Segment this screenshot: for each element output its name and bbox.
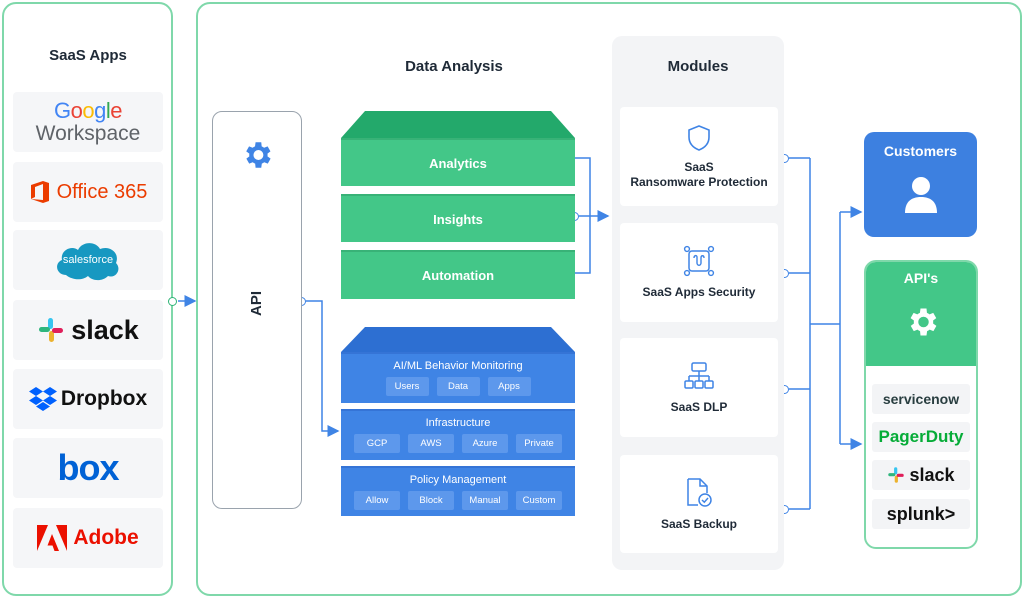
app-box: box	[13, 438, 163, 498]
salesforce-cloud-icon	[57, 243, 119, 281]
app-google-workspace: Google Workspace	[13, 92, 163, 152]
salesforce-label: salesforce	[62, 254, 114, 266]
apps-security-label: SaaS Apps Security	[642, 285, 756, 299]
chip-gcp: GCP	[354, 434, 400, 453]
apps-security-icon	[683, 245, 715, 277]
app-salesforce: salesforce	[13, 230, 163, 290]
app-dropbox: Dropbox	[13, 369, 163, 429]
api-label: API	[248, 290, 266, 316]
shield-icon	[688, 124, 710, 151]
chip-aws: AWS	[408, 434, 454, 453]
layer-insights: Insights	[341, 194, 575, 242]
adobe-icon	[37, 525, 68, 551]
pagerduty-label: PagerDuty	[878, 427, 964, 446]
ransomware-line2: Ransomware Protection	[630, 174, 768, 189]
apis-title: API's	[903, 270, 939, 286]
slack-label: slack	[909, 464, 955, 485]
office-365-label: Office 365	[56, 180, 148, 203]
chip-block: Block	[408, 491, 454, 510]
backup-label: SaaS Backup	[660, 516, 738, 531]
chip-azure: Azure	[462, 434, 508, 453]
modules-title: Modules	[667, 58, 729, 75]
chip-private: Private	[516, 434, 562, 453]
layer-policy-management: Policy Management Allow Block Manual Cus…	[341, 466, 575, 516]
module-dlp: SaaS DLP	[620, 338, 778, 437]
app-slack: slack	[13, 300, 163, 360]
chip-custom: Custom	[516, 491, 562, 510]
chip-data: Data	[436, 377, 480, 396]
integration-slack: slack	[872, 460, 970, 490]
user-icon	[905, 177, 937, 213]
box-label: box	[57, 447, 119, 488]
infrastructure-title: Infrastructure	[425, 417, 491, 429]
gear-icon	[246, 142, 271, 168]
gear-icon	[910, 308, 937, 336]
chip-users: Users	[385, 377, 429, 396]
dropbox-label: Dropbox	[60, 387, 148, 410]
workspace-text: Workspace	[35, 122, 141, 145]
app-office-365: Office 365	[13, 162, 163, 222]
apis-box: API's servicenow PagerDuty slack splunk>	[864, 260, 978, 549]
dropbox-icon	[28, 387, 57, 411]
integration-pagerduty: PagerDuty	[872, 422, 970, 452]
document-backup-icon	[687, 477, 712, 507]
slack-icon	[888, 467, 905, 483]
dlp-label: SaaS DLP	[670, 400, 728, 414]
google-logo-text: Google	[53, 98, 123, 123]
office-icon	[30, 181, 49, 203]
api-box	[212, 111, 302, 509]
customers-title: Customers	[883, 143, 958, 159]
apis-header: API's	[866, 262, 976, 366]
green-stack-roof	[341, 111, 575, 138]
policy-title: Policy Management	[409, 474, 507, 486]
module-backup: SaaS Backup	[620, 455, 778, 553]
ransomware-line1: SaaS	[684, 159, 714, 174]
saas-apps-title: SaaS Apps	[49, 47, 127, 64]
splunk-label: splunk>	[886, 503, 956, 524]
api-label-wrap: API	[227, 290, 287, 316]
data-analysis-title: Data Analysis	[405, 58, 503, 75]
module-ransomware-protection: SaaS Ransomware Protection	[620, 107, 778, 206]
connector-dot	[168, 297, 177, 306]
slack-label: slack	[71, 314, 139, 345]
chip-manual: Manual	[462, 491, 508, 510]
aiml-title: AI/ML Behavior Monitoring	[393, 360, 523, 372]
servicenow-label: servicenow	[882, 391, 960, 407]
layer-automation: Automation	[341, 250, 575, 299]
integration-servicenow: servicenow	[872, 384, 970, 414]
layer-infrastructure: Infrastructure GCP AWS Azure Private	[341, 409, 575, 460]
layer-analytics: Analytics	[341, 138, 575, 186]
app-adobe: Adobe	[13, 508, 163, 568]
chip-allow: Allow	[354, 491, 400, 510]
customers-box: Customers	[864, 132, 977, 237]
integration-splunk: splunk>	[872, 499, 970, 529]
hierarchy-icon	[684, 362, 714, 389]
blue-stack-roof	[341, 327, 575, 352]
slack-icon	[39, 318, 64, 342]
layer-aiml-monitoring: AI/ML Behavior Monitoring Users Data App…	[341, 352, 575, 403]
adobe-label: Adobe	[73, 526, 139, 549]
module-apps-security: SaaS Apps Security	[620, 223, 778, 322]
chip-apps: Apps	[487, 377, 531, 396]
